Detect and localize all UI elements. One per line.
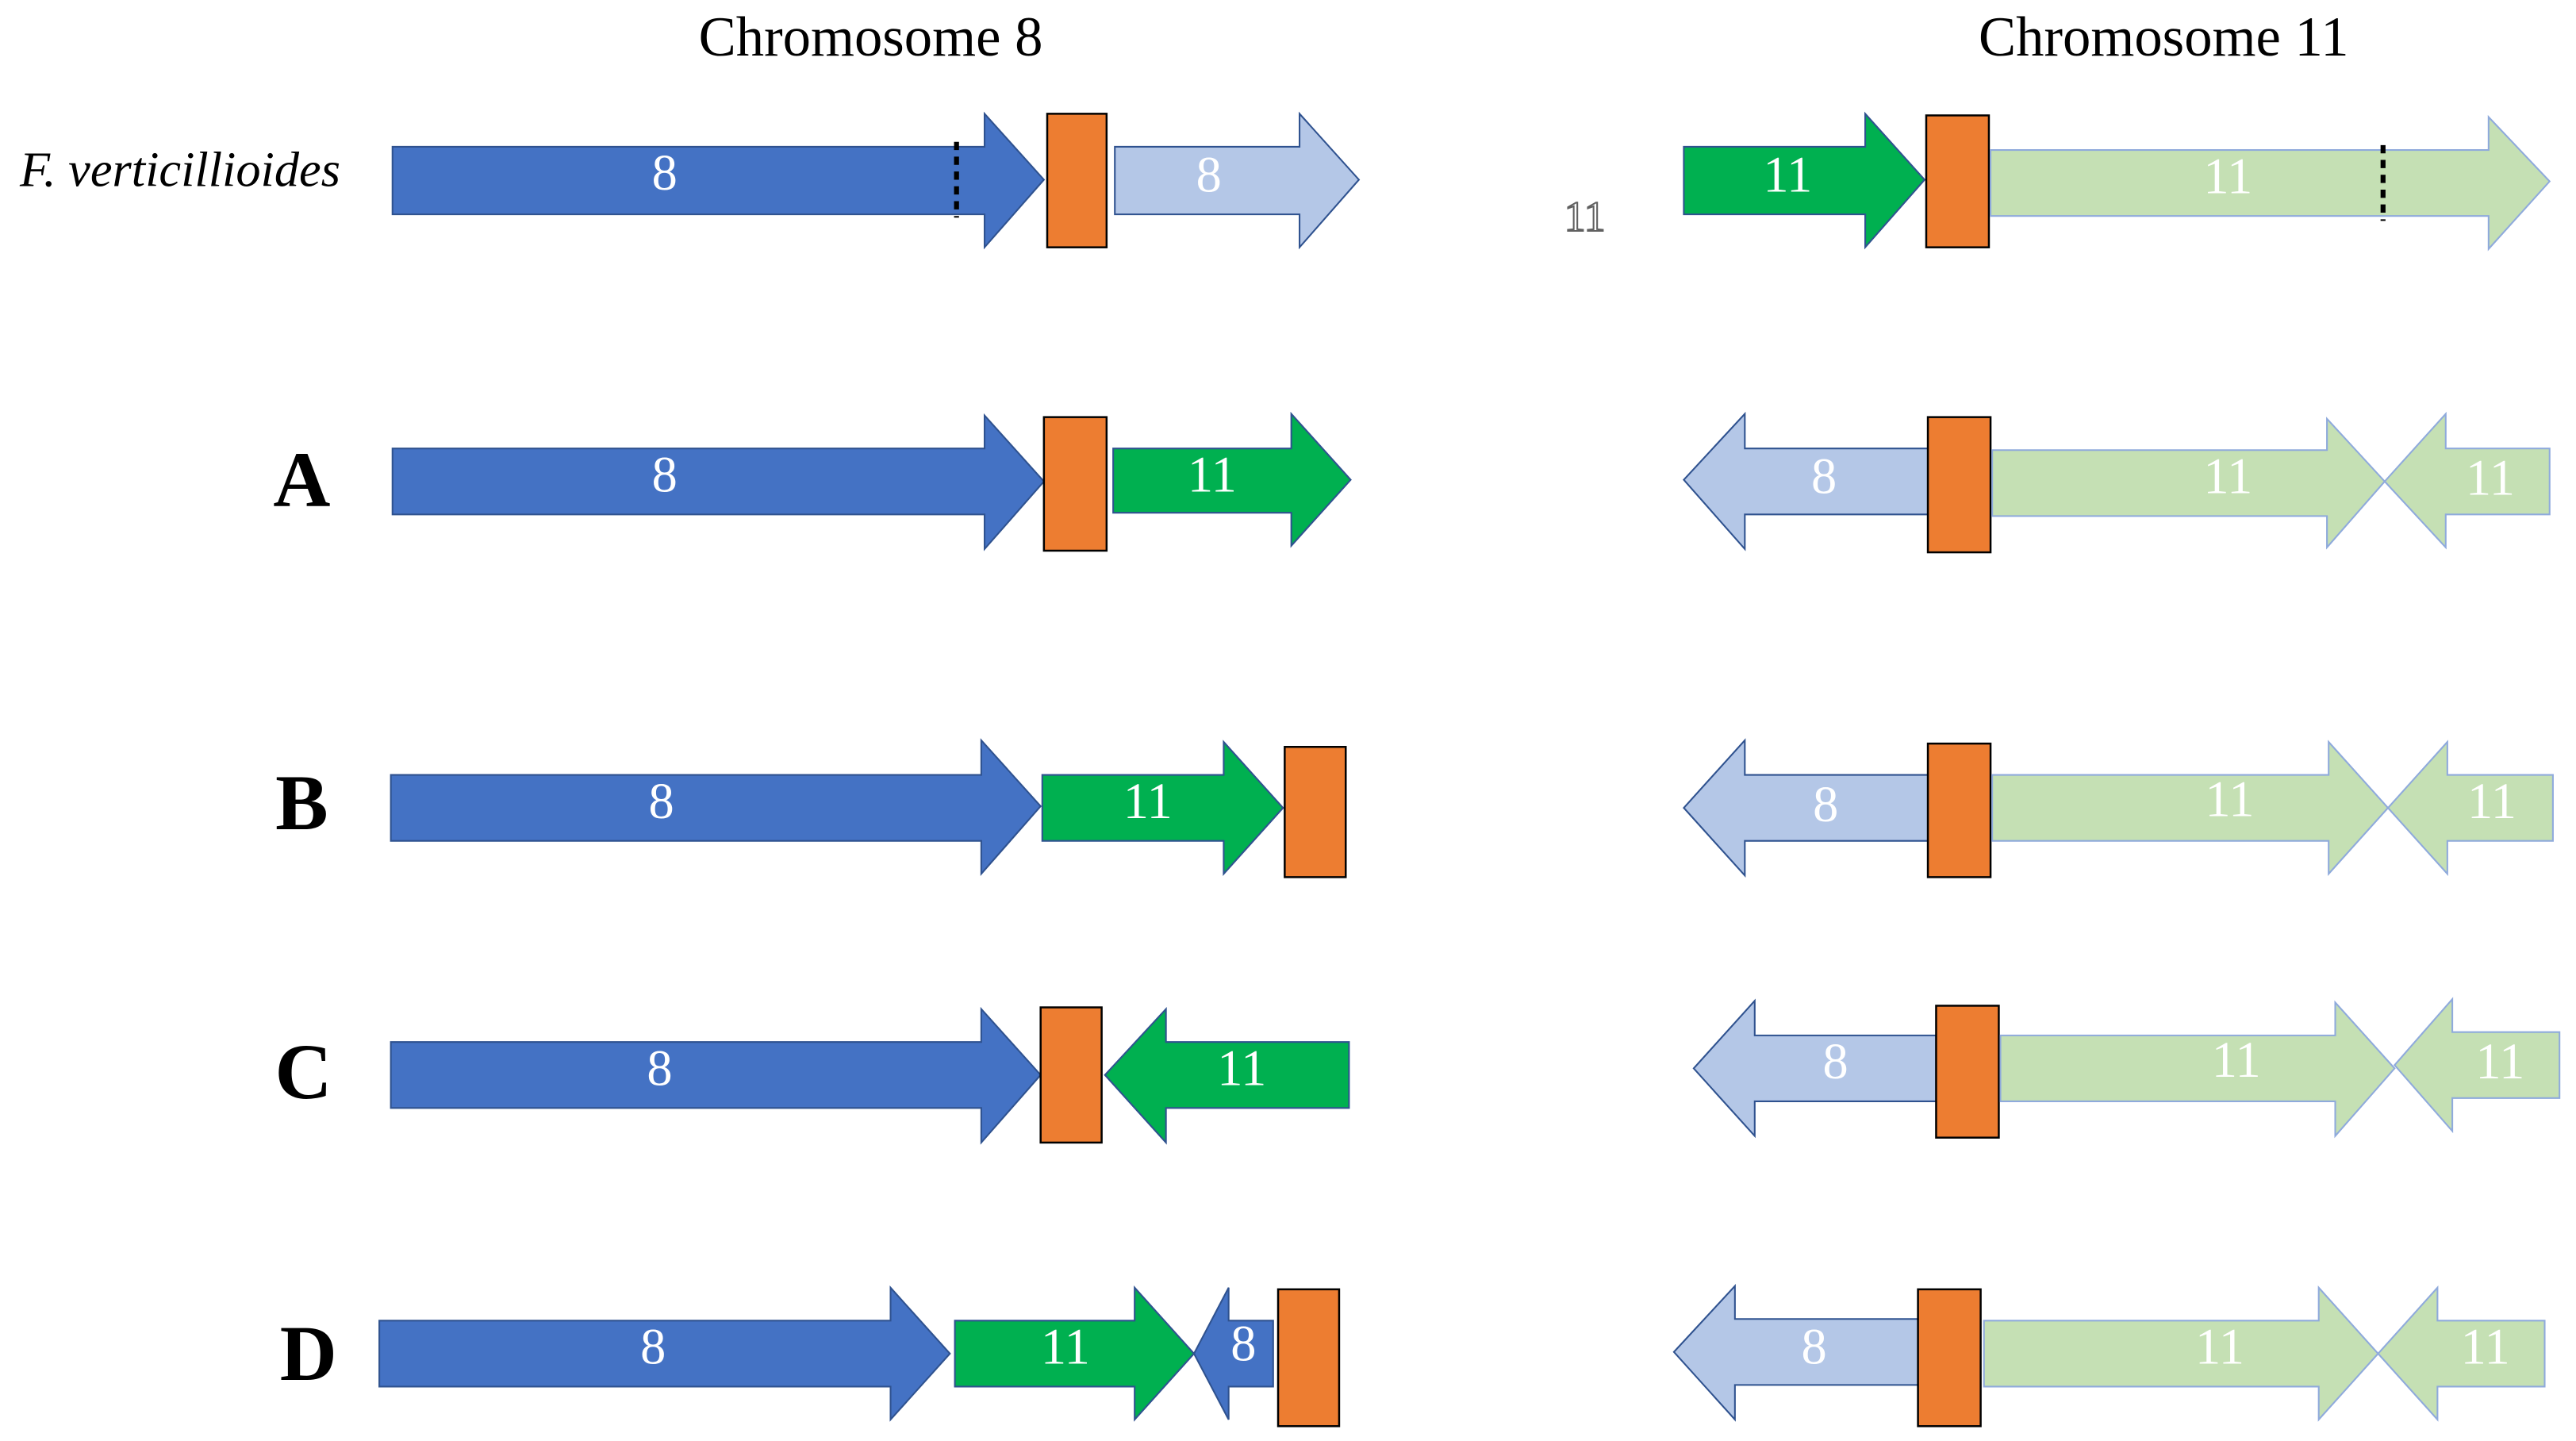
b-chr8-label-1: 8 xyxy=(648,773,674,829)
ref-chr11-segment-11-dark xyxy=(1683,111,1926,250)
b-chr11-label-1: 8 xyxy=(1813,776,1838,832)
b-chr8-segment-11 xyxy=(1041,740,1284,876)
d-chr11-segment-11-left xyxy=(2377,1285,2546,1422)
d-chr8-label-3: 8 xyxy=(1230,1315,1256,1371)
row-c-chr8: 8 11 xyxy=(390,1006,1350,1145)
a-chr11-label-2: 11 xyxy=(2203,448,2252,505)
row-d-chr8: 8 11 8 xyxy=(378,1285,1341,1428)
b-chr11-label-3: 11 xyxy=(2467,773,2516,829)
c-chr11-segment-11-left xyxy=(2393,997,2561,1134)
row-a-chr11: 8 11 11 xyxy=(1682,411,2551,554)
b-chr11-segment-11-left xyxy=(2386,740,2554,876)
reference-chr8: 8 8 xyxy=(391,111,1361,250)
b-chr8-segment-8 xyxy=(390,738,1042,876)
d-chr11-label-3: 11 xyxy=(2461,1319,2510,1375)
a-chr11-label-3: 11 xyxy=(2466,450,2515,506)
reference-chr11: 11 11 xyxy=(1683,111,2551,252)
b-chr8-label-2: 11 xyxy=(1123,773,1173,829)
ref-chr8-label-2: 8 xyxy=(1196,146,1222,202)
d-chr8-segment-11 xyxy=(954,1285,1196,1422)
c-chr11-centromere xyxy=(1935,1005,2000,1139)
b-chr11-segment-11-right xyxy=(1991,740,2390,876)
a-chr11-segment-11-left xyxy=(2383,411,2551,550)
ref-chr8-centromere xyxy=(1046,113,1108,248)
d-chr11-segment-8-left xyxy=(1672,1284,1919,1422)
ref-chr11-label-2: 11 xyxy=(2203,148,2252,204)
a-chr8-segment-8 xyxy=(391,413,1046,551)
d-chr8-segment-8-inverted xyxy=(1192,1287,1274,1420)
row-a-chr8: 8 11 xyxy=(391,411,1352,552)
d-chr11-centromere xyxy=(1917,1288,1982,1428)
d-chr11-label-2: 11 xyxy=(2195,1319,2244,1375)
d-chr11-segment-11-right xyxy=(1983,1285,2379,1422)
b-chr11-segment-8-left xyxy=(1682,738,1929,878)
row-letter-b: B xyxy=(275,759,328,847)
c-chr8-segment-11-inverted xyxy=(1104,1006,1350,1145)
c-chr11-label-1: 8 xyxy=(1823,1033,1849,1089)
c-chr11-label-2: 11 xyxy=(2212,1032,2261,1088)
d-chr8-label-1: 8 xyxy=(640,1319,666,1375)
d-chr8-centromere xyxy=(1276,1288,1341,1428)
ref-chr8-segment-8-dark xyxy=(391,111,1046,250)
chromosome-11-header: Chromosome 11 xyxy=(1979,6,2349,68)
ref-chr8-segment-8-light xyxy=(1114,111,1361,250)
a-chr11-segment-8-left xyxy=(1682,411,1929,551)
ref-chr8-label-1: 8 xyxy=(652,144,678,201)
chromosome-8-header: Chromosome 8 xyxy=(699,6,1043,68)
row-b-chr11: 8 11 11 xyxy=(1682,738,2554,878)
a-chr11-label-1: 8 xyxy=(1811,448,1837,505)
b-chr11-centromere xyxy=(1926,742,1992,878)
row-letter-d: D xyxy=(280,1309,337,1397)
d-chr11-label-1: 8 xyxy=(1802,1319,1827,1375)
c-chr8-label-2: 11 xyxy=(1217,1039,1266,1096)
b-chr8-centromere xyxy=(1284,745,1347,878)
c-chr11-label-3: 11 xyxy=(2475,1033,2524,1089)
a-chr8-segment-11 xyxy=(1112,411,1352,548)
ref-chr11-label-1: 11 xyxy=(1763,146,1812,202)
row-b-chr8: 8 11 xyxy=(390,738,1347,878)
c-chr8-segment-8 xyxy=(390,1006,1042,1145)
row-d-chr11: 8 11 11 xyxy=(1672,1284,2546,1428)
c-chr8-centromere xyxy=(1039,1006,1103,1144)
a-chr8-centromere xyxy=(1042,416,1108,552)
a-chr8-label-1: 8 xyxy=(652,446,678,502)
row-letter-a: A xyxy=(273,436,330,524)
a-chr8-label-2: 11 xyxy=(1188,446,1237,502)
c-chr11-segment-8-left xyxy=(1692,998,1937,1139)
ref-chr11-segment-11-light xyxy=(1990,114,2551,252)
c-chr11-segment-11-right xyxy=(1999,1000,2396,1139)
d-chr8-segment-8 xyxy=(378,1285,951,1422)
ref-chr11-centromere xyxy=(1925,114,1991,248)
species-label: F. verticillioides xyxy=(19,143,340,198)
b-chr11-label-2: 11 xyxy=(2205,771,2254,828)
row-c-chr11: 8 11 11 xyxy=(1692,997,2561,1139)
a-chr11-centromere xyxy=(1926,416,1992,554)
a-chr11-segment-11-right xyxy=(1991,417,2386,550)
c-chr8-label-1: 8 xyxy=(647,1039,672,1096)
row-letter-c: C xyxy=(274,1028,332,1116)
d-chr8-label-2: 11 xyxy=(1041,1319,1090,1375)
stray-label: 11 xyxy=(1564,193,1606,240)
